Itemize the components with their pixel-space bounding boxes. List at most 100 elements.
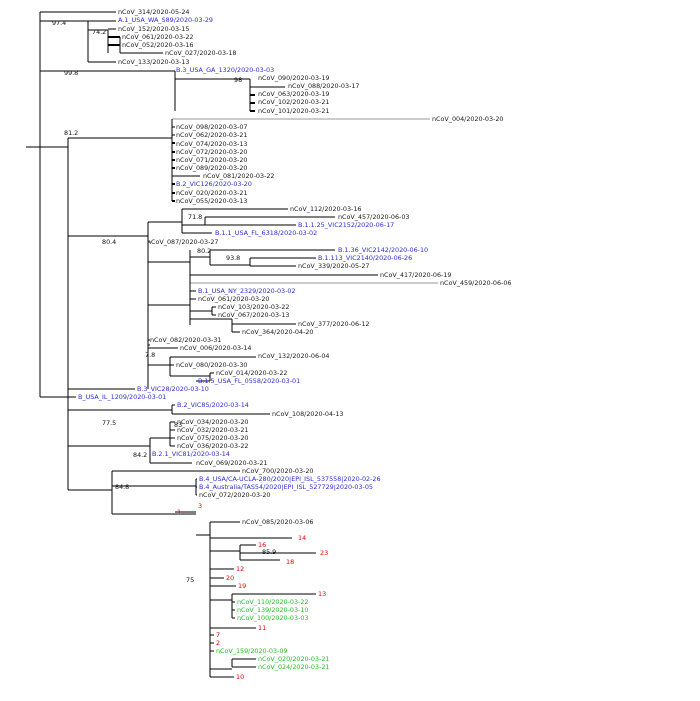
tip-label: nCoV_152/2020-03-15 <box>118 25 189 33</box>
tip-label: B.1.113_VIC2140/2020-06-26 <box>318 254 412 262</box>
tip-label: nCoV_133/2020-03-13 <box>118 58 189 66</box>
support-label: 81.2 <box>64 129 78 137</box>
support-label: 74.2 <box>92 28 106 36</box>
tip-label: B.3_USA_GA_1320/2020-03-03 <box>176 66 274 74</box>
tip-label: nCoV_075/2020-03-20 <box>177 434 248 442</box>
tip-label: nCoV_081/2020-03-22 <box>203 172 274 180</box>
tip-label: nCoV_034/2020-03-20 <box>177 418 248 426</box>
support-label: 85.9 <box>262 548 276 556</box>
tip-label: nCoV_069/2020-03-21 <box>196 459 267 467</box>
tip-label: nCoV_074/2020-03-13 <box>176 140 247 148</box>
tip-label: nCoV_032/2020-03-21 <box>177 426 248 434</box>
tip-label: nCoV_061/2020-03-20 <box>198 295 269 303</box>
tip-label: nCoV_052/2020-03-16 <box>122 41 193 49</box>
tip-label: nCoV_101/2020-03-21 <box>258 107 329 115</box>
tip-label: B.3_VIC28/2020-03-10 <box>137 385 209 393</box>
tip-label: nCoV_067/2020-03-13 <box>218 311 289 319</box>
tip-label: 18 <box>286 558 294 566</box>
tip-label: B.1_USA_NY_2329/2020-03-02 <box>198 287 296 295</box>
tip-label: 1 <box>177 508 181 516</box>
tip-label: nCoV_020/2020-03-21 <box>176 189 247 197</box>
tip-label: nCoV_339/2020-05-27 <box>298 262 369 270</box>
support-label: 84.2 <box>133 451 147 459</box>
tip-label: B.2_VIC126/2020-03-20 <box>176 180 252 188</box>
tip-label: 11 <box>258 624 266 632</box>
tip-label: nCoV_004/2020-03-20 <box>432 115 503 123</box>
tip-label: B.2.1_VIC81/2020-03-14 <box>152 450 230 458</box>
tip-label: nCoV_110/2020-03-22 <box>237 598 308 606</box>
tip-label: B.4_USA/CA-UCLA-280/2020|EPI_ISL_537558|… <box>199 475 381 483</box>
tip-label: nCoV_082/2020-03-31 <box>150 336 221 344</box>
support-label: 71.8 <box>188 213 202 221</box>
tip-label: nCoV_085/2020-03-06 <box>242 518 313 526</box>
tip-label: nCoV_700/2020-03-20 <box>242 467 313 475</box>
support-label: 83 <box>174 421 182 429</box>
support-label: 77.5 <box>102 419 116 427</box>
tip-label: nCoV_087/2020-03-27 <box>147 238 218 246</box>
tip-label: B.1.1_USA_FL_6318/2020-03-02 <box>215 229 317 237</box>
tip-label: nCoV_098/2020-03-07 <box>176 123 247 131</box>
tip-label: nCoV_020/2020-03-21 <box>258 655 329 663</box>
tip-label: nCoV_072/2020-03-20 <box>176 148 247 156</box>
tip-label: 16 <box>258 541 266 549</box>
tip-label: nCoV_377/2020-06-12 <box>298 320 369 328</box>
support-label: 80.2 <box>197 247 211 255</box>
tip-label: nCoV_062/2020-03-21 <box>176 131 247 139</box>
support-values: 97.4 74.2 99.8 98 81.2 71.8 80.4 80.2 93… <box>52 19 276 584</box>
support-label: 80.4 <box>102 238 116 246</box>
tip-label: 12 <box>236 565 244 573</box>
tip-label: nCoV_159/2020-03-09 <box>216 647 287 655</box>
tip-label: nCoV_100/2020-03-03 <box>237 614 308 622</box>
tip-label: nCoV_006/2020-03-14 <box>180 344 251 352</box>
tip-label: nCoV_103/2020-03-22 <box>218 303 289 311</box>
tip-label: nCoV_112/2020-03-16 <box>290 205 361 213</box>
tip-label: nCoV_089/2020-03-20 <box>176 164 247 172</box>
tip-label: nCoV_027/2020-03-18 <box>165 49 236 57</box>
tip-label: B.1.5_USA_FL_0558/2020-03-01 <box>198 377 300 385</box>
tip-label: 14 <box>298 534 306 542</box>
tip-label: nCoV_072/2020-03-20 <box>199 491 270 499</box>
tip-label: 10 <box>236 673 244 681</box>
tip-label: A.1_USA_WA_S89/2020-03-29 <box>118 16 213 24</box>
tip-label: 20 <box>226 574 234 582</box>
tip-label: nCoV_080/2020-03-30 <box>176 361 247 369</box>
tip-label: 23 <box>320 549 328 557</box>
tip-label: 19 <box>238 582 246 590</box>
tip-label: B_USA_IL_1209/2020-03-01 <box>78 393 166 401</box>
tip-label: nCoV_024/2020-03-21 <box>258 663 329 671</box>
support-label: 99.8 <box>64 69 78 77</box>
tip-label: 13 <box>318 590 326 598</box>
tip-label: nCoV_108/2020-04-13 <box>272 410 343 418</box>
tip-label: nCoV_314/2020-05-24 <box>118 8 189 16</box>
support-label: 97.4 <box>52 19 66 27</box>
support-label: 7.8 <box>145 351 155 359</box>
tip-label: nCoV_088/2020-03-17 <box>288 82 359 90</box>
tip-label: nCoV_132/2020-06-04 <box>258 352 329 360</box>
tip-label: 3 <box>198 502 202 510</box>
tip-label: nCoV_061/2020-03-22 <box>122 33 193 41</box>
tip-label: 2 <box>216 639 220 647</box>
tip-label: B.4_Australia/TAS54/2020|EPI_ISL_527729|… <box>199 483 373 491</box>
tip-label: B.1.1.25_VIC2152/2020-06-17 <box>298 221 394 229</box>
tip-label: nCoV_036/2020-03-22 <box>177 442 248 450</box>
tip-label: nCoV_417/2020-06-19 <box>380 271 451 279</box>
support-label: 93.8 <box>226 254 240 262</box>
tip-label: B.1.36_VIC2142/2020-06-10 <box>338 246 428 254</box>
support-label: 84.8 <box>115 483 129 491</box>
tip-label: nCoV_364/2020-04-20 <box>242 328 313 336</box>
tip-label: nCoV_063/2020-03-19 <box>258 90 329 98</box>
tip-label: 7 <box>216 631 220 639</box>
tree-branches <box>26 11 438 678</box>
tip-label: nCoV_459/2020-06-06 <box>440 279 511 287</box>
tip-label: nCoV_090/2020-03-19 <box>258 74 329 82</box>
support-label: 98 <box>234 76 242 84</box>
tip-label: nCoV_055/2020-03-13 <box>176 197 247 205</box>
tip-label: nCoV_457/2020-06-03 <box>338 213 409 221</box>
tip-label: nCoV_102/2020-03-21 <box>258 98 329 106</box>
tip-label: nCoV_071/2020-03-20 <box>176 156 247 164</box>
tip-label: B.2_VIC85/2020-03-14 <box>177 401 249 409</box>
tip-label: nCoV_139/2020-03-10 <box>237 606 308 614</box>
support-label: 75 <box>186 576 194 584</box>
tip-label: nCoV_014/2020-03-22 <box>216 369 287 377</box>
